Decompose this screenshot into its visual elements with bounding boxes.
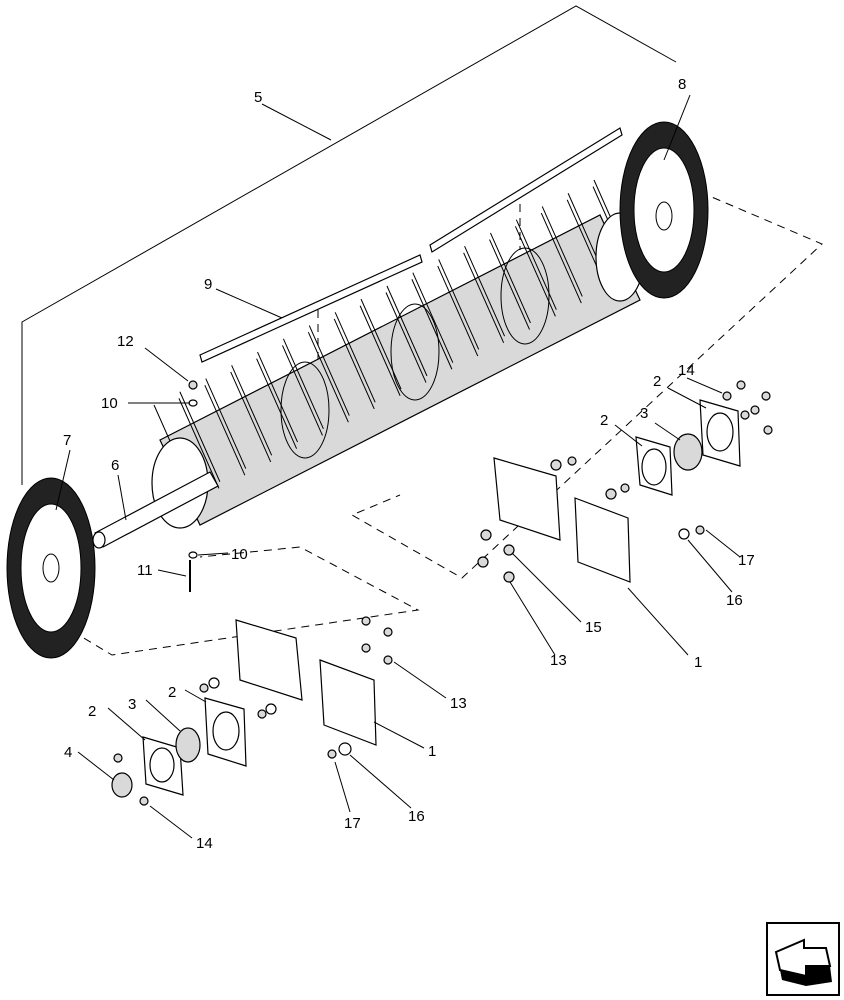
rotor-tine xyxy=(205,378,247,469)
shaft xyxy=(92,471,219,549)
rotor-tine xyxy=(464,245,506,337)
plate-left-b xyxy=(319,659,377,746)
rotor-core xyxy=(159,214,641,526)
rotor-ring-1 xyxy=(280,361,330,459)
rotor-tine xyxy=(411,279,453,370)
callout-10-bottom: 10 xyxy=(231,546,248,563)
callout-17-right: 17 xyxy=(738,552,755,569)
bolts-right xyxy=(477,456,630,583)
rotor-tine xyxy=(307,332,349,423)
bearing-flange-left-b-bore xyxy=(149,747,175,783)
bearing-flange-left-a-bore xyxy=(212,711,240,751)
rotor-tine xyxy=(204,384,246,476)
rotor-tine xyxy=(282,345,323,436)
sprocket-left-bore xyxy=(42,553,60,583)
rotor-tine xyxy=(179,391,221,482)
rotor-tine xyxy=(489,239,530,330)
sprocket-right-bore xyxy=(655,201,673,231)
callout-labels: 5 8 9 12 10 7 6 11 10 14 2 3 2 17 16 1 1… xyxy=(63,76,755,852)
plate-right-a xyxy=(493,457,561,541)
leader-5 xyxy=(261,103,332,141)
rotor-drum xyxy=(151,179,645,529)
rotor-ring-3 xyxy=(500,247,550,345)
bearing-left xyxy=(175,727,201,763)
plate-left-a xyxy=(235,619,303,701)
callout-17-left: 17 xyxy=(344,815,361,832)
rotor-tine xyxy=(541,206,583,297)
lock-collar xyxy=(111,772,133,798)
callout-14-right: 14 xyxy=(678,362,695,379)
callout-4: 4 xyxy=(64,744,72,761)
callout-9: 9 xyxy=(204,276,212,293)
next-page-arrow-icon[interactable] xyxy=(766,922,840,996)
callout-16-right: 16 xyxy=(726,592,743,609)
rotor-tine xyxy=(540,212,582,304)
callout-8: 8 xyxy=(678,76,686,93)
callout-13-right: 13 xyxy=(550,652,567,669)
rotor-tine xyxy=(333,318,375,410)
callout-1-right: 1 xyxy=(694,654,702,671)
left-hardware xyxy=(111,380,393,806)
callout-10-top: 10 xyxy=(101,395,118,412)
rotor-tine xyxy=(308,325,350,416)
callout-5: 5 xyxy=(254,89,262,106)
rotor-tine xyxy=(385,292,427,383)
washer-10-top xyxy=(188,399,198,407)
centerline-right xyxy=(350,191,823,579)
rotor-tine xyxy=(178,398,220,489)
strip-upper xyxy=(429,127,623,253)
nut-12 xyxy=(188,380,198,390)
washer-right xyxy=(678,528,690,540)
nut-cluster-right xyxy=(722,380,773,435)
strip-lower xyxy=(199,254,423,363)
callout-1-left: 1 xyxy=(428,743,436,760)
right-hardware xyxy=(477,380,773,583)
plate-right-b xyxy=(574,497,631,583)
callout-2-right-a: 2 xyxy=(600,412,608,429)
rotor-tine xyxy=(256,358,298,449)
sprocket-right xyxy=(619,121,709,299)
bearing-flange-right-b-bore xyxy=(706,412,734,452)
callout-12: 12 xyxy=(117,333,134,350)
rotor-tine xyxy=(515,219,557,310)
rotor-tine xyxy=(359,305,401,396)
callout-13-left: 13 xyxy=(450,695,467,712)
rotor-ring-2 xyxy=(390,303,440,401)
leader-lines xyxy=(55,94,741,839)
callout-11: 11 xyxy=(137,562,153,579)
callout-3-right: 3 xyxy=(640,405,648,422)
rotor-tine xyxy=(257,351,298,443)
callout-2-right-b: 2 xyxy=(653,373,661,390)
rotor-tine xyxy=(334,312,376,403)
rotor-tine xyxy=(282,338,324,430)
nut-right xyxy=(695,525,705,535)
rotor-tine xyxy=(386,285,428,377)
callout-15: 15 xyxy=(585,619,602,636)
rotor-tine xyxy=(463,252,505,343)
rotor-tine xyxy=(360,298,402,390)
rotor-tine xyxy=(230,371,272,463)
rotor-tine xyxy=(231,365,273,456)
rotor-tine xyxy=(438,259,480,350)
callout-14-left: 14 xyxy=(196,835,213,852)
callout-6: 6 xyxy=(111,457,119,474)
rotor-tine xyxy=(437,265,479,357)
assembly-bracket xyxy=(21,5,677,485)
bolts-left xyxy=(113,616,393,806)
rotor-tine xyxy=(490,232,531,324)
callout-16-left: 16 xyxy=(408,808,425,825)
callout-2-left-b: 2 xyxy=(88,703,96,720)
bearing-flange-right-a-bore xyxy=(641,448,667,486)
shaft-end xyxy=(92,531,106,549)
washer-10-bottom xyxy=(188,551,198,559)
callout-7: 7 xyxy=(63,432,71,449)
callout-3-left: 3 xyxy=(128,696,136,713)
callout-2-left-a: 2 xyxy=(168,684,176,701)
bearing-right xyxy=(673,433,703,471)
sprocket-left xyxy=(6,477,96,659)
rotor-tine xyxy=(412,272,454,363)
